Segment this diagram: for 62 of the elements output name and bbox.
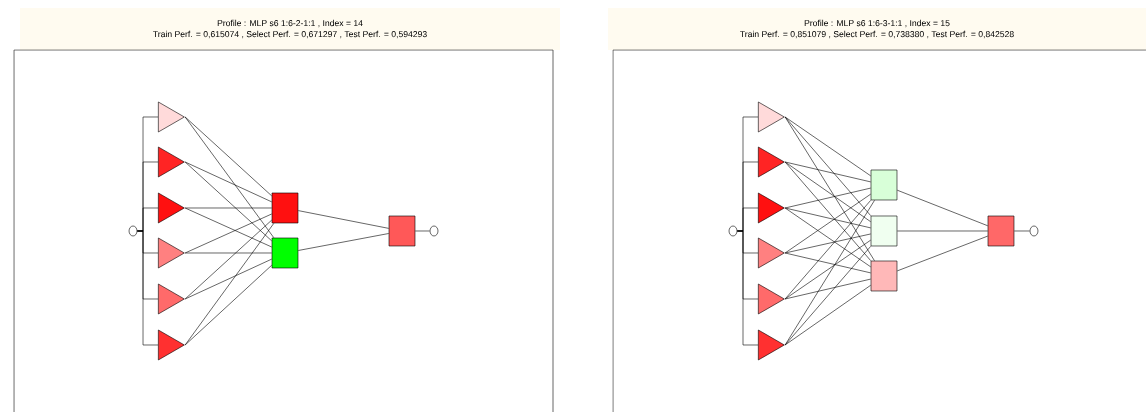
connection-line (897, 235, 988, 272)
connection-line (784, 116, 875, 261)
connection-line (184, 213, 272, 254)
connection-line (184, 116, 275, 238)
connection-line (184, 219, 272, 300)
connection-line (298, 210, 389, 229)
neuron-square (271, 237, 299, 269)
connection-line (784, 193, 871, 254)
neuron-square (870, 260, 898, 292)
connection-line (897, 230, 988, 232)
input-neuron-triangle (758, 146, 785, 178)
connection-line (784, 200, 872, 300)
connection-line (737, 230, 759, 346)
input-neuron-triangle (758, 192, 785, 224)
neuron-square (870, 169, 898, 201)
connection-line (784, 116, 872, 216)
connection-line (184, 161, 272, 242)
connection-line (784, 233, 871, 254)
connection-line (784, 284, 871, 346)
input-neuron-triangle (758, 237, 785, 269)
connection-line (784, 246, 872, 346)
connection-line (184, 207, 272, 248)
connection-line (184, 116, 272, 197)
plot-header: Profile : MLP s6 1:6-3-1:1 , Index = 15 Train Perf. = 0,851079 , Select Perf. = 0,738380 , Test Perf. = 0,842528 (608, 8, 1146, 50)
neuron-square (987, 215, 1015, 247)
neuron-square (870, 215, 898, 247)
input-neuron-triangle (758, 283, 785, 315)
connection-line (784, 187, 871, 209)
plot-frame (612, 49, 1146, 412)
neuron-square (388, 215, 416, 247)
connection-line (1014, 230, 1030, 232)
connection-line (415, 230, 430, 232)
input-neuron-triangle (158, 237, 185, 269)
connection-line (897, 189, 988, 227)
connection-line (784, 239, 871, 300)
connection-line (184, 258, 272, 300)
input-neuron-triangle (158, 329, 185, 361)
connection-line (784, 161, 871, 183)
connection-line (184, 252, 272, 254)
input-neuron-triangle (158, 101, 185, 133)
plot-header: Profile : MLP s6 1:6-2-1:1 , Index = 14 Train Perf. = 0,615074 , Select Perf. = 0,671297 , Test Perf. = 0,594293 (20, 8, 560, 50)
connection-line (784, 252, 871, 274)
input-neuron-triangle (158, 192, 185, 224)
plot-frame (13, 49, 554, 412)
connection-line (184, 207, 272, 209)
connection-line (784, 207, 871, 268)
input-neuron-triangle (758, 329, 785, 361)
connection-line (298, 233, 389, 251)
connection-line (184, 264, 272, 346)
connection-line (784, 278, 871, 300)
input-neuron-triangle (158, 283, 185, 315)
connection-line (784, 161, 871, 222)
input-neuron-triangle (758, 101, 785, 133)
input-neuron-triangle (158, 146, 185, 178)
neuron-square (271, 192, 299, 224)
connection-line (784, 161, 872, 261)
connection-line (784, 116, 871, 177)
connection-line (184, 223, 275, 346)
connection-line (784, 207, 871, 229)
connection-line (184, 161, 272, 203)
connection-line (137, 230, 159, 346)
connection-line (784, 200, 875, 346)
